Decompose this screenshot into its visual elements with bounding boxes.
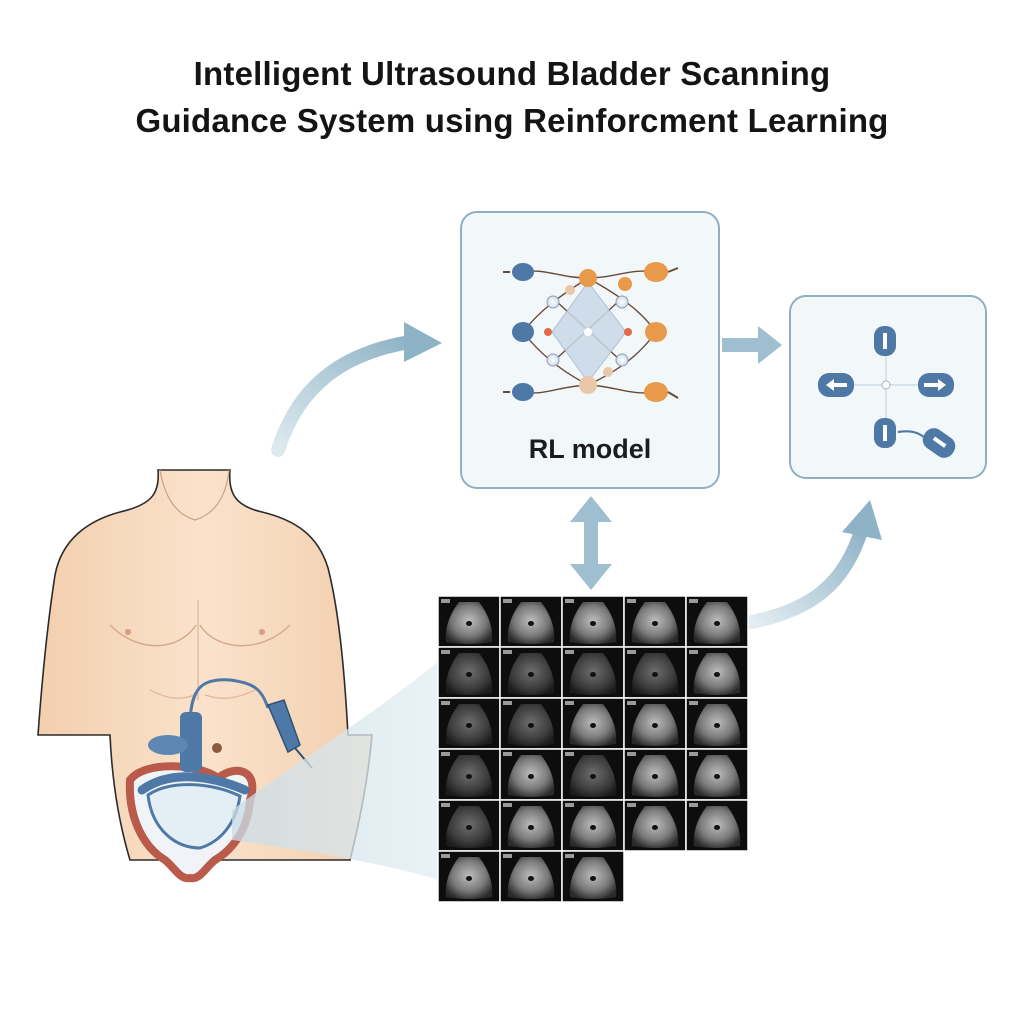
probe-cable [188,678,270,721]
ultrasound-thumbnail [685,595,749,648]
ultrasound-thumbnail [623,697,687,750]
neural-network-icon [503,262,679,402]
bladder-fill [146,783,242,850]
ultrasound-thumbnail [499,646,563,699]
ultrasound-thumbnail [437,850,501,903]
ultrasound-thumbnail [561,850,625,903]
patient-torso-illustration [37,469,373,883]
ultrasound-thumbnail [561,799,625,852]
ultrasound-thumbnail [499,850,563,903]
rl-model-label: RL model [529,434,652,464]
title-line-1: Intelligent Ultrasound Bladder Scanning [193,55,831,92]
torso-body [37,469,373,861]
ultrasound-thumbnail [561,748,625,801]
ultrasound-beam [232,660,440,880]
ultrasound-thumbnail [561,595,625,648]
bidirectional-arrow [570,496,612,590]
nipple-right [259,629,265,635]
ultrasound-thumbnail [685,748,749,801]
ultrasound-thumbnail [623,595,687,648]
ab-contour [149,689,256,699]
action-panel-box [789,295,987,479]
ultrasound-thumbnail [623,748,687,801]
handheld-probe [266,699,301,754]
ultrasound-thumbnail [561,646,625,699]
arrow-to-rl-model [271,322,442,457]
ultrasound-thumbnail [499,697,563,750]
neck-line [159,469,230,521]
bladder-water-top [137,772,250,795]
ultrasound-thumbnail [499,595,563,648]
ultrasound-thumbnail [685,646,749,699]
diagram-title: Intelligent Ultrasound Bladder Scanning … [0,50,1024,144]
navel [212,743,222,753]
ultrasound-thumbnail [437,595,501,648]
chest-contour [109,624,291,647]
title-line-2: Guidance System using Reinforcment Learn… [135,102,889,139]
up-arrow-icon [874,326,896,356]
probe-body [180,712,202,772]
ultrasound-thumbnail [437,697,501,750]
ultrasound-thumbnail [623,646,687,699]
ultrasound-thumbnail [437,799,501,852]
arrow-to-action-panel [722,326,782,364]
ultrasound-thumbnail [561,697,625,750]
rl-model-box: RL model [460,211,720,489]
ultrasound-thumbnail [685,697,749,750]
ultrasound-thumbnail [685,799,749,852]
ultrasound-thumbnail [623,799,687,852]
ultrasound-image-grid [437,595,749,903]
probe-tilt-icon [897,428,956,458]
arrow-to-action-output [745,500,882,629]
ultrasound-thumbnail [499,748,563,801]
probe-head [148,735,188,755]
right-arrow-icon [918,373,954,397]
left-arrow-icon [818,373,854,397]
nipple-left [125,629,131,635]
ultrasound-thumbnail [499,799,563,852]
ultrasound-thumbnail [437,646,501,699]
ultrasound-thumbnail [437,748,501,801]
down-arrow-icon [874,418,896,448]
